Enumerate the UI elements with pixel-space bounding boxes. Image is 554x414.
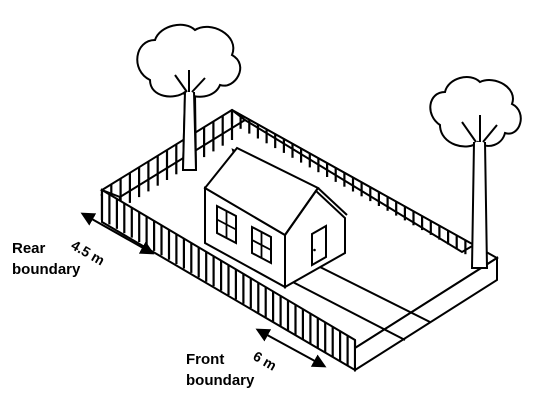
house-window-right: [251, 225, 272, 265]
driveway: [284, 261, 431, 341]
front-dimension-arrow: [255, 328, 327, 368]
front-boundary-label-line2: boundary: [186, 372, 255, 389]
rear-boundary-label-line1: Rear: [12, 240, 46, 257]
fence-front-right: [354, 256, 498, 372]
rear-dimension-arrow: [80, 212, 155, 255]
tree-left: [136, 23, 242, 171]
rear-boundary-label-line2: boundary: [12, 261, 81, 278]
house-window-left: [216, 204, 237, 245]
fence-back-right: [230, 109, 477, 259]
tree-right: [429, 76, 522, 269]
front-dimension-label: 6 m: [251, 348, 280, 374]
house: [203, 146, 348, 289]
front-boundary-label-line1: Front: [186, 351, 224, 368]
house-door: [311, 224, 327, 267]
